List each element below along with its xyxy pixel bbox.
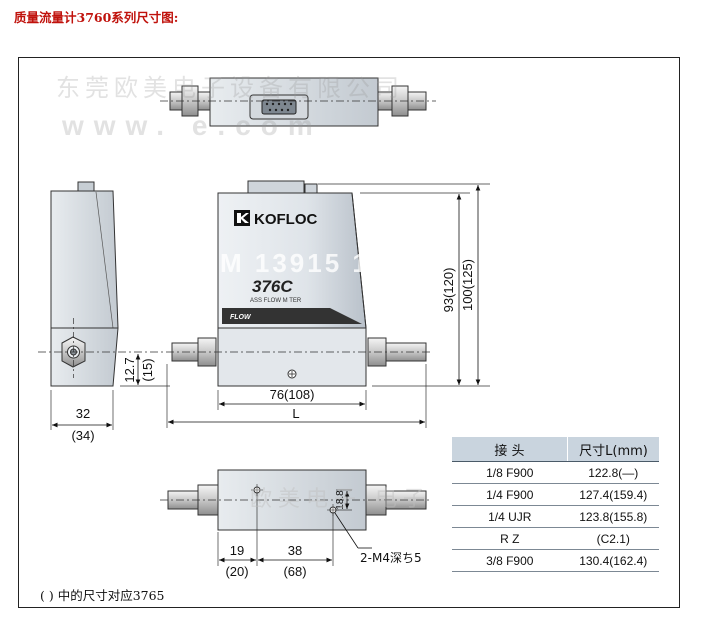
watermark-phone: M 13915 1 bbox=[220, 248, 370, 278]
table-header-size: 尺寸L(mm) bbox=[567, 437, 659, 462]
dim-total-height: 100(125) bbox=[460, 259, 475, 311]
table-header-fitting: 接 头 bbox=[452, 437, 568, 462]
side-view bbox=[38, 181, 150, 387]
size-cell: (C2.1) bbox=[567, 527, 659, 550]
watermark-company: 东莞欧美电子设备有限公司 bbox=[56, 74, 404, 102]
dim-side-width: 32 bbox=[76, 406, 90, 421]
dim-mount-pitch-alt: (68) bbox=[283, 564, 306, 579]
size-cell: 127.4(159.4) bbox=[567, 483, 659, 506]
footnote: ( ) 中的尺寸对应3765 bbox=[40, 588, 165, 603]
table-row: 1/4 UJR 123.8(155.8) bbox=[452, 505, 659, 528]
fitting-size-table: 接 头 尺寸L(mm) 1/8 F900 122.8(—) 1/4 F900 1… bbox=[452, 437, 659, 572]
size-cell: 123.8(155.8) bbox=[567, 505, 659, 528]
size-cell: 130.4(162.4) bbox=[567, 549, 659, 572]
model-badge: 376C bbox=[252, 277, 293, 296]
fitting-cell: 1/8 F900 bbox=[452, 461, 568, 484]
bottom-dimensions: 19 (20) 38 (68) 18.8 2-M4深ち5 bbox=[217, 489, 422, 579]
fitting-cell: 3/8 F900 bbox=[452, 549, 568, 572]
dim-mount-offset: 19 bbox=[230, 543, 244, 558]
dim-port-height: 12.7 bbox=[122, 357, 137, 382]
table-header-row: 接 头 尺寸L(mm) bbox=[452, 437, 659, 462]
side-dimensions: 32 (34) 12.7 (15) bbox=[50, 354, 170, 443]
watermark-footer: 欧美电子 电子 bbox=[250, 487, 431, 512]
dim-body-length: 76(108) bbox=[270, 387, 315, 402]
flow-label: FLOW bbox=[230, 314, 252, 321]
fitting-cell: 1/4 UJR bbox=[452, 505, 568, 528]
dim-mount-holes: 2-M4深ち5 bbox=[360, 551, 422, 565]
fitting-cell: R Z bbox=[452, 527, 568, 550]
brand-logo-text: KOFLOC bbox=[254, 211, 317, 228]
table-row: 1/4 F900 127.4(159.4) bbox=[452, 483, 659, 506]
kofloc-logo-icon bbox=[234, 210, 250, 226]
dim-mount-offset-alt: (20) bbox=[225, 564, 248, 579]
size-cell: 122.8(—) bbox=[567, 461, 659, 484]
dsub-pins bbox=[265, 102, 293, 112]
dim-side-width-alt: (34) bbox=[71, 428, 94, 443]
bottom-view bbox=[160, 469, 432, 531]
fitting-cell: 1/4 F900 bbox=[452, 483, 568, 506]
dim-mount-width: 18.8 bbox=[335, 490, 346, 510]
table-row: 1/8 F900 122.8(—) bbox=[452, 461, 659, 484]
flow-band bbox=[222, 308, 362, 324]
watermark-website: www. e.com bbox=[62, 110, 323, 141]
top-view bbox=[160, 77, 436, 127]
dim-overall-length: L bbox=[292, 406, 299, 421]
table-row: R Z (C2.1) bbox=[452, 527, 659, 550]
dim-body-height: 93(120) bbox=[441, 268, 456, 313]
table-row: 3/8 F900 130.4(162.4) bbox=[452, 549, 659, 572]
dim-mount-pitch: 38 bbox=[288, 543, 302, 558]
front-view: KOFLOC 376C ASS FLOW M TER FLOW bbox=[150, 180, 432, 387]
front-dimensions: 76(108) L 93(120) 100(125) bbox=[166, 183, 490, 428]
page-heading: 质量流量计3760系列尺寸图: bbox=[14, 10, 179, 25]
dim-port-height-alt: (15) bbox=[140, 358, 155, 381]
product-subtitle: ASS FLOW M TER bbox=[250, 298, 302, 304]
